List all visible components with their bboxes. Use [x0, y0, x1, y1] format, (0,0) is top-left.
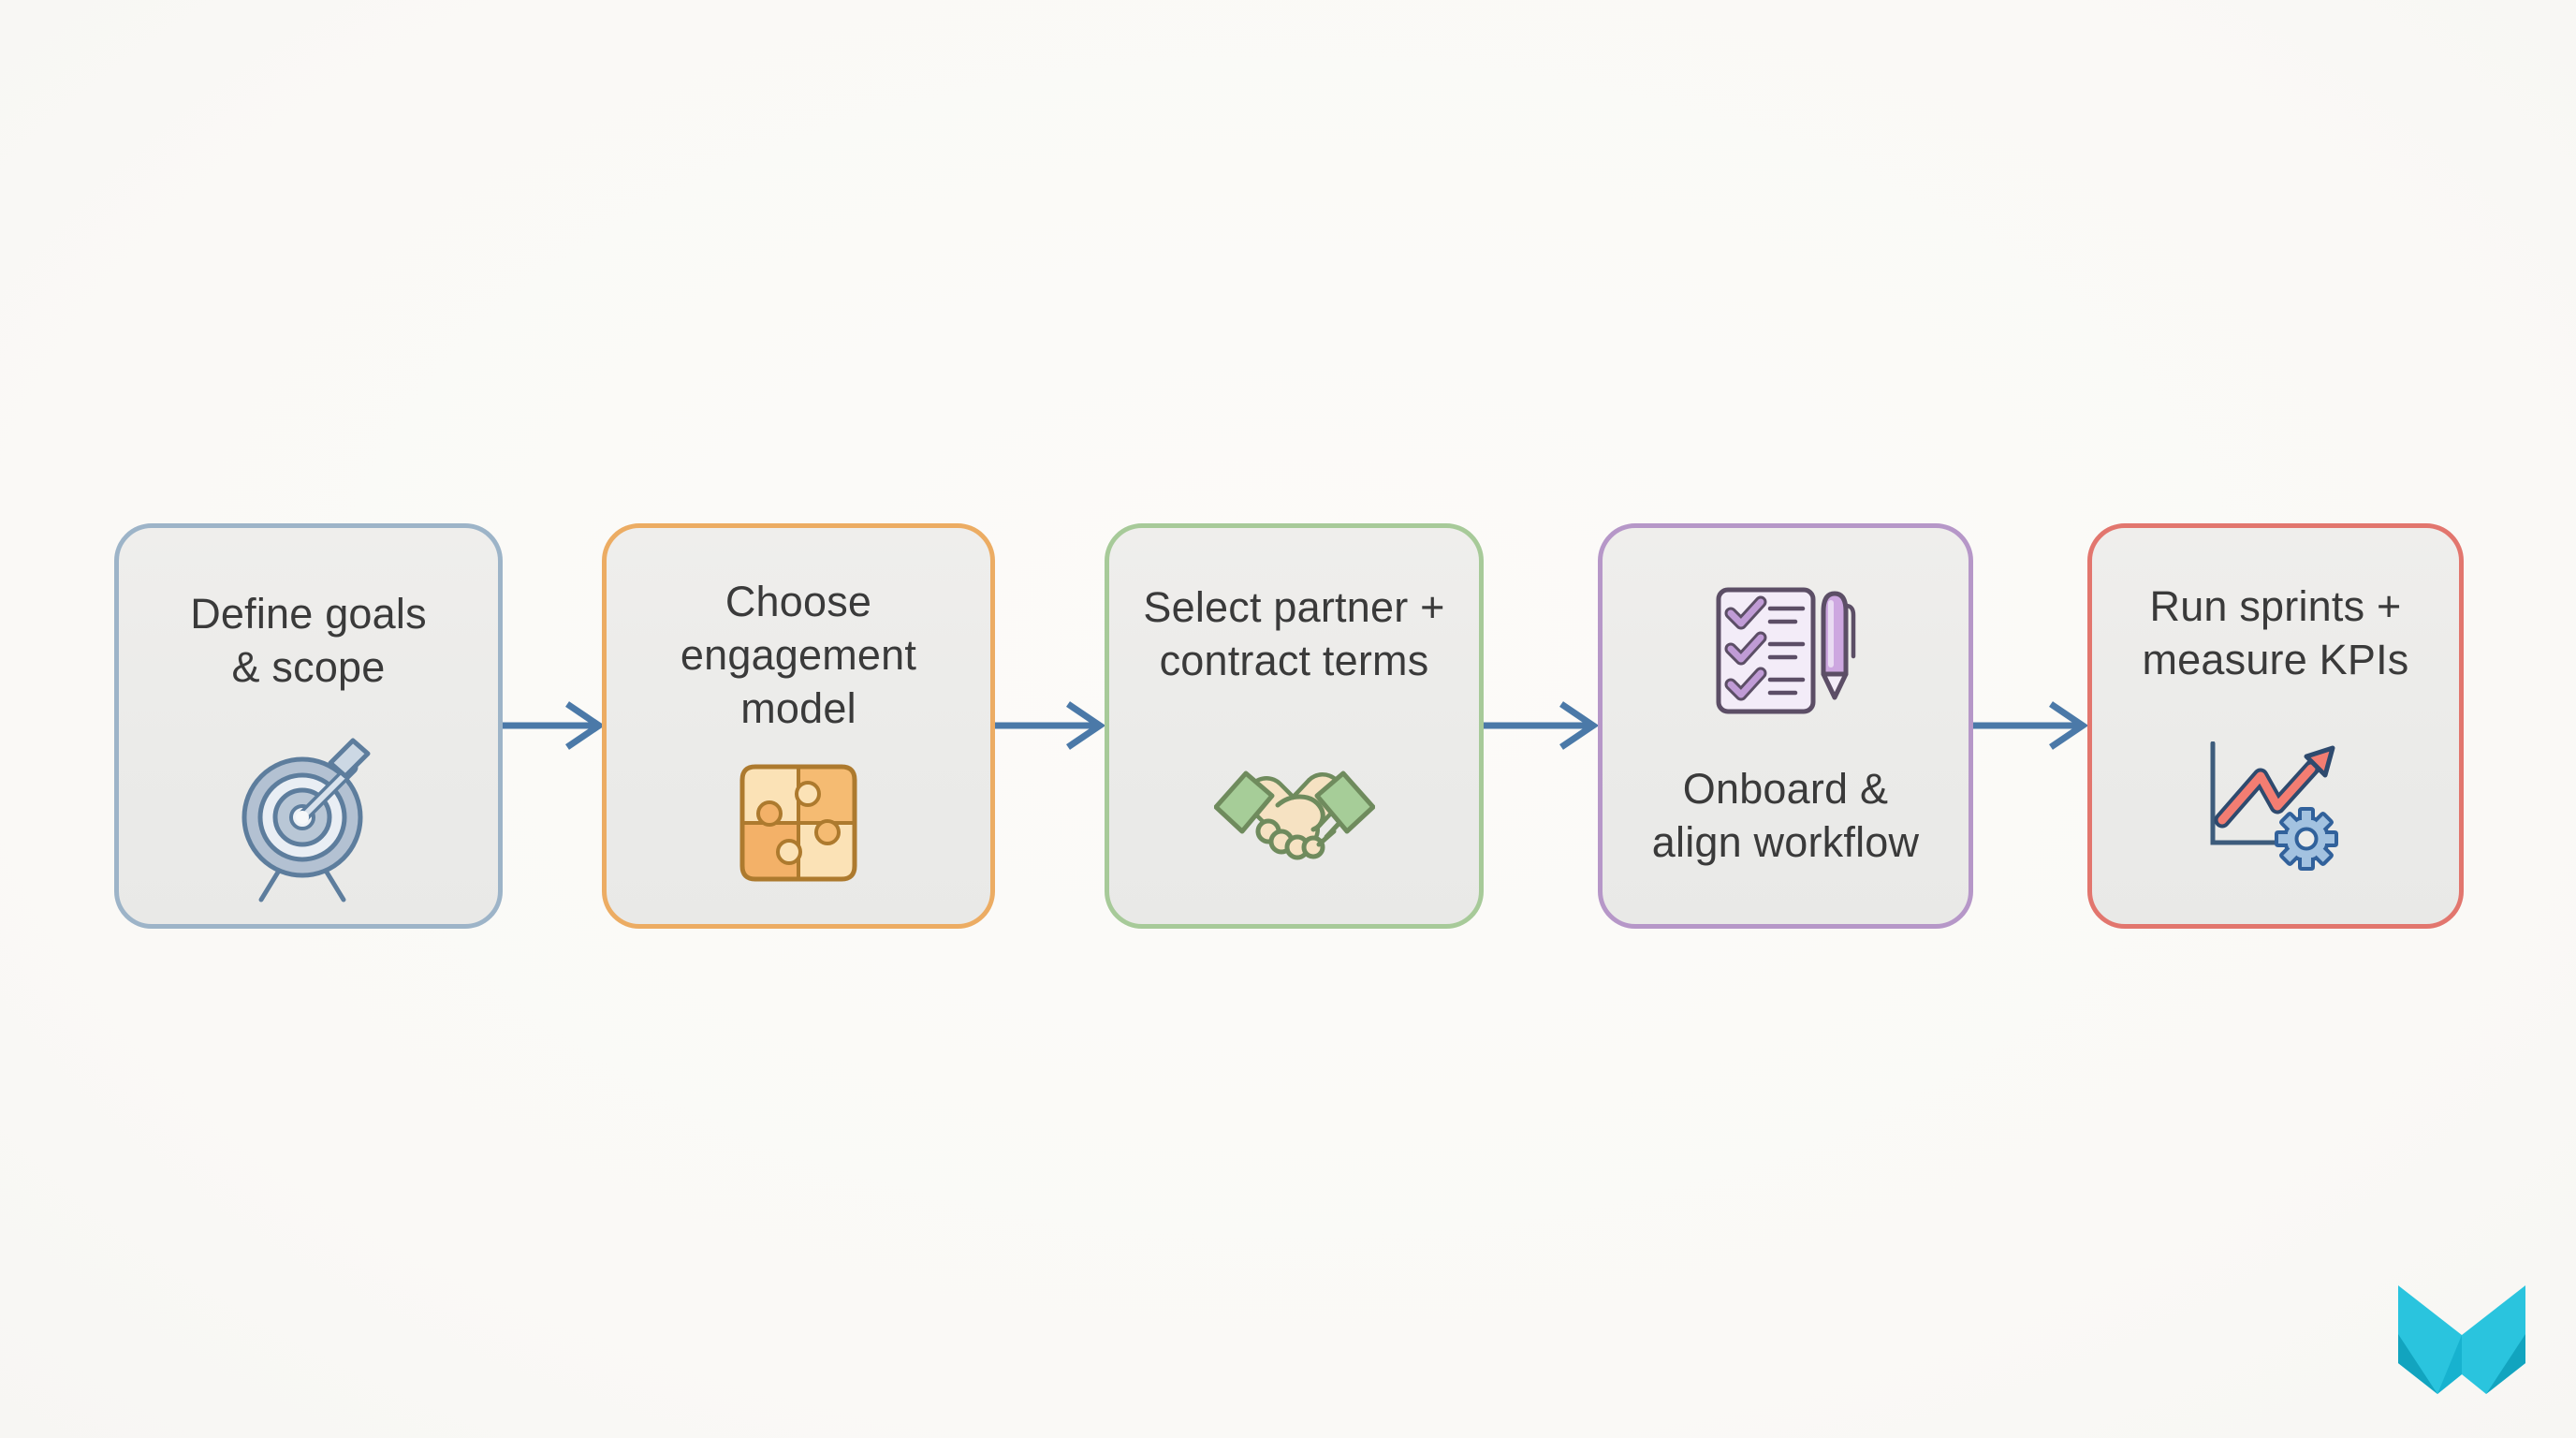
step-label-define-goals: Define goals & scope — [190, 590, 427, 691]
step-box-define-goals: Define goals & scope — [114, 523, 503, 929]
checklist-pen-icon — [1716, 587, 1855, 714]
gear-icon — [2275, 807, 2338, 871]
step-label-engagement-model: Choose engagement model — [680, 578, 917, 732]
step-box-select-partner: Select partner + contract terms — [1105, 523, 1484, 929]
logo-m-icon — [2398, 1285, 2525, 1394]
step-label-select-partner: Select partner + contract terms — [1143, 583, 1445, 684]
handshake-icon — [1213, 770, 1375, 860]
step-label-onboard: Onboard & align workflow — [1651, 765, 1920, 866]
growth-chart-gear-icon — [2210, 741, 2338, 871]
flow-arrow-4 — [1973, 701, 2089, 750]
flow-arrow-2 — [995, 701, 1106, 750]
flow-arrow-1 — [503, 701, 606, 750]
target-icon — [242, 738, 370, 902]
puzzle-icon — [739, 764, 857, 882]
step-box-engagement-model: Choose engagement model — [602, 523, 995, 929]
step-label-run-sprints: Run sprints + measure KPIs — [2142, 582, 2409, 683]
flow-arrow-3 — [1484, 701, 1600, 750]
step-box-run-sprints: Run sprints + measure KPIs — [2087, 523, 2464, 929]
step-box-onboard: Onboard & align workflow — [1598, 523, 1973, 929]
